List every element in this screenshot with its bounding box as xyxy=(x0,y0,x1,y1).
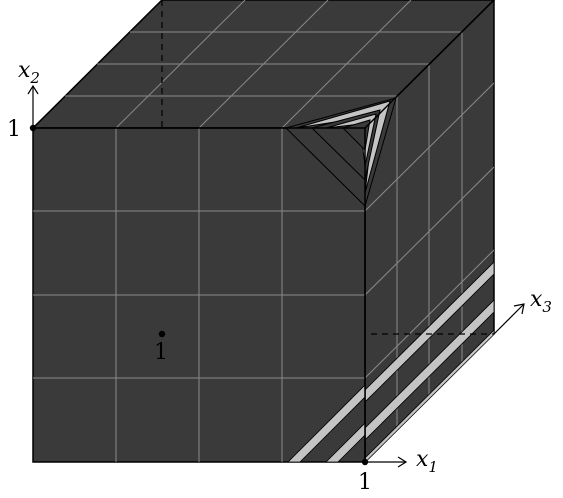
origin-tick-label: 1 xyxy=(154,340,168,365)
x1-tick-dot xyxy=(361,458,369,466)
x2-tick-dot xyxy=(29,124,37,132)
x3-axis-label: x3 xyxy=(530,287,552,316)
cube-side-face xyxy=(364,0,495,464)
cube-edges xyxy=(33,0,495,462)
x2-axis-label: x2 xyxy=(18,58,40,87)
x1-axis-arrow xyxy=(365,456,408,468)
origin-dot xyxy=(158,330,166,338)
front-stripes xyxy=(287,384,365,462)
cube-top-face xyxy=(31,0,496,129)
x2-tick-label: 1 xyxy=(7,117,21,142)
x1-axis-label: x1 xyxy=(416,447,438,476)
x1-tick-label: 1 xyxy=(358,470,372,495)
x3-axis-arrow xyxy=(493,303,525,335)
cube-front-face xyxy=(32,127,366,463)
x2-axis-arrow xyxy=(27,84,39,128)
